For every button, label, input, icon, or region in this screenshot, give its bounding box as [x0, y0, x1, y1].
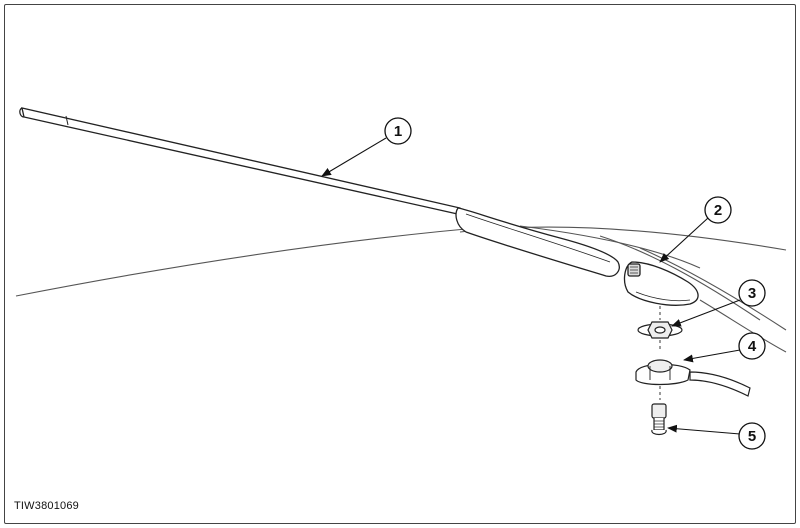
antenna-cable-connector — [635, 359, 751, 400]
leader-4 — [683, 349, 741, 363]
antenna-mast — [19, 107, 620, 277]
callout-3-label: 3 — [748, 285, 756, 302]
callout-1-label: 1 — [394, 123, 402, 140]
figure-reference-code: TIW3801069 — [14, 500, 79, 512]
callout-leaders — [321, 137, 741, 435]
antenna-washer-nut — [637, 306, 683, 352]
callout-2: 2 — [704, 196, 732, 224]
callout-4: 4 — [738, 332, 766, 360]
callout-1: 1 — [384, 117, 412, 145]
callout-5: 5 — [738, 422, 766, 450]
diagram-frame — [4, 4, 796, 524]
antenna-mounting-screw — [651, 403, 667, 436]
leader-3 — [671, 299, 741, 327]
callout-3: 3 — [738, 279, 766, 307]
callout-2-label: 2 — [714, 202, 722, 219]
leader-2 — [659, 217, 709, 263]
callout-4-label: 4 — [748, 338, 757, 355]
callout-5-label: 5 — [748, 428, 756, 445]
leader-1 — [321, 137, 387, 177]
leader-5 — [667, 424, 741, 435]
antenna-base-housing — [623, 261, 699, 306]
